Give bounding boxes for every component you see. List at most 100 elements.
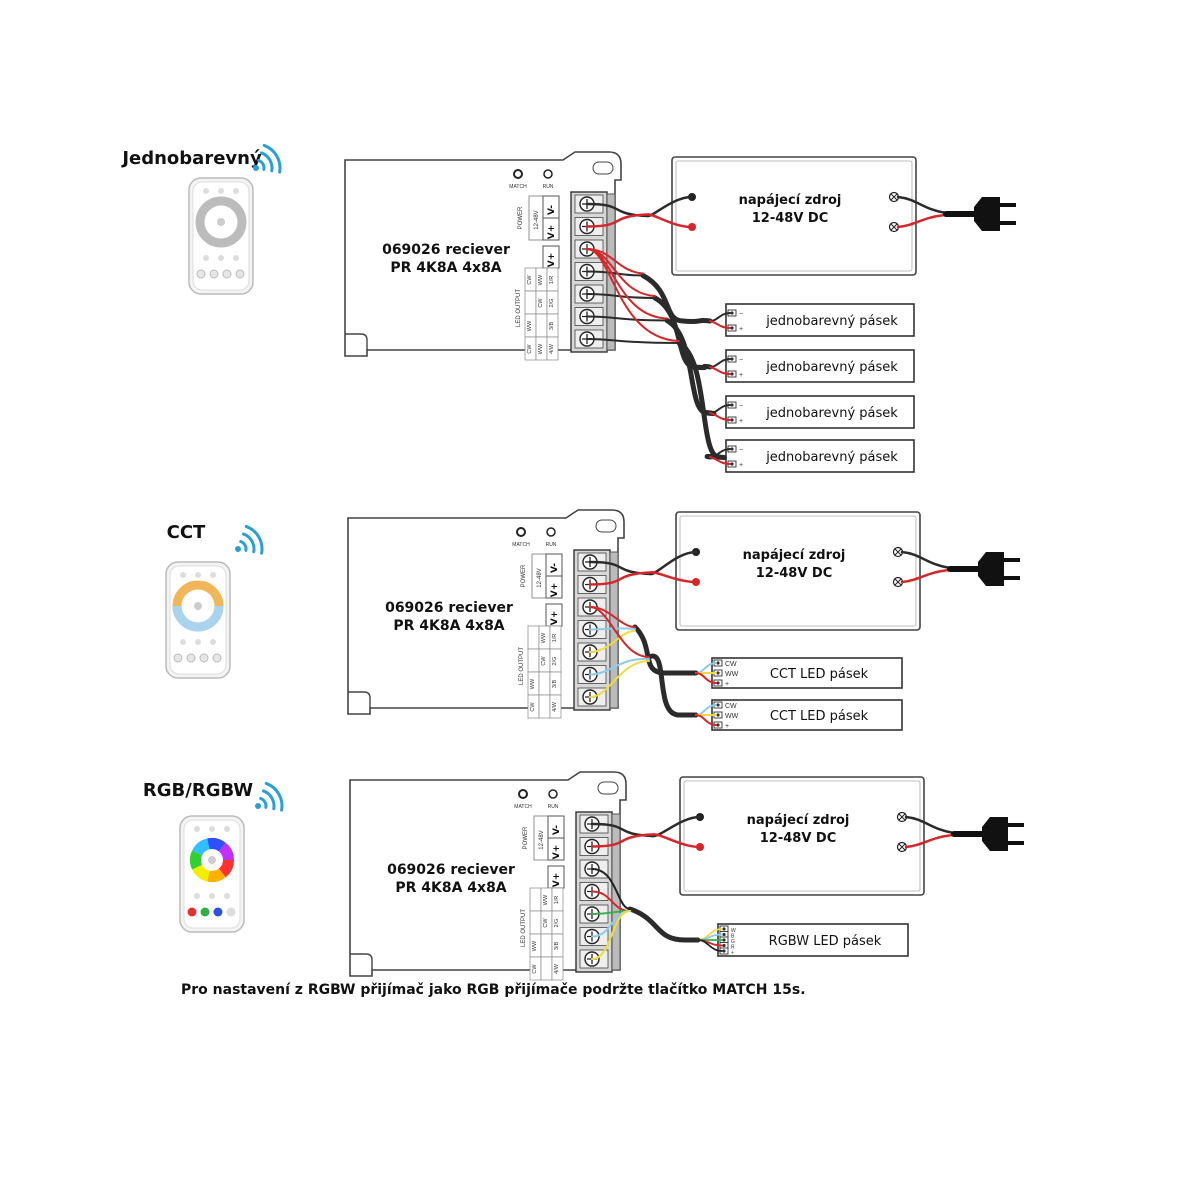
channel-label: WW: [538, 274, 544, 285]
cable-sheath: [640, 273, 713, 325]
led-strip-cct-1: [711, 657, 903, 689]
strip-pin-label: +: [739, 372, 743, 379]
strip-pad-dot: [716, 661, 720, 665]
remote-mid-button: [218, 255, 224, 261]
strip-label: RGBW LED pásek: [769, 934, 882, 949]
run-led: [546, 527, 556, 537]
channel-label: 1/R: [549, 276, 555, 285]
psu-label: napájecí zdroj: [747, 813, 850, 828]
ac-wire: [900, 568, 952, 584]
channel-wire: [591, 910, 631, 960]
strip-pin-label: +: [725, 723, 729, 730]
cable-sheath: [627, 906, 701, 943]
remote-mid-button: [233, 255, 239, 261]
strip-positive-wire: [709, 412, 731, 421]
led-strip-cct-2: [711, 699, 903, 731]
channel-label: CW: [532, 964, 538, 974]
channel-label: 2/G: [552, 657, 558, 666]
wifi-arc: [244, 524, 264, 555]
channel-label: CW: [530, 702, 536, 712]
remote-top-button: [224, 826, 230, 832]
power-wire-positive: [588, 571, 698, 586]
plug-body: [974, 197, 1000, 231]
channel-wire: [586, 338, 680, 344]
plug-body: [978, 552, 1004, 586]
strip-label: CCT LED pásek: [770, 709, 869, 724]
channel-label: WW: [530, 678, 536, 689]
channel-wire: [586, 315, 668, 322]
psu-voltage: 12-48V DC: [760, 831, 837, 846]
strip-pin-label: CW: [725, 703, 737, 710]
strip-pad-dot: [730, 311, 734, 315]
match-button: [513, 169, 523, 179]
ac-wire: [896, 195, 948, 215]
wifi-arc: [259, 796, 268, 809]
strip-label: jednobarevný pásek: [765, 360, 898, 375]
voltage-label: 12-48V: [539, 830, 545, 849]
plug-body: [982, 817, 1008, 851]
wifi-arc: [257, 158, 266, 171]
match-label: MATCH: [512, 542, 530, 548]
match-note: Pro nastavení z RGBW přijímač jako RGB p…: [181, 982, 806, 998]
match-label: MATCH: [509, 184, 527, 190]
mounting-tab: [348, 691, 371, 708]
vminus-label: V-: [552, 825, 562, 835]
channel-label: WW: [527, 320, 533, 331]
ww-wire: [589, 630, 636, 653]
channel-cell: [535, 313, 548, 338]
strip-pad-dot: [730, 326, 734, 330]
strip-label: jednobarevný pásek: [765, 406, 898, 421]
strip-pad-dot: [730, 357, 734, 361]
wifi-arc: [262, 143, 282, 174]
remote-button: [222, 269, 232, 279]
plug-prong: [1000, 203, 1016, 207]
remote-mid-button: [209, 893, 215, 899]
power-supply-inner: [679, 515, 917, 627]
plug-prong: [1004, 576, 1020, 580]
channel-cell: [551, 956, 564, 981]
ac-wire: [904, 815, 956, 835]
strip-positive-wire: [695, 714, 717, 726]
cable-sheath: [632, 624, 699, 676]
plug-prong: [1008, 823, 1024, 827]
channel-cell: [538, 671, 551, 696]
channel-cell: [546, 336, 559, 361]
power-wire-positive: [585, 213, 694, 229]
remote-top-button: [218, 188, 224, 194]
remote-mid-button: [224, 893, 230, 899]
vplus-label: V+: [552, 845, 562, 860]
channel-label: WW: [538, 343, 544, 354]
color-wheel-segment: [189, 850, 212, 870]
vplus-wire: [591, 868, 631, 910]
channel-label: 1/R: [552, 634, 558, 643]
voltage-label: 12-48V: [537, 568, 543, 587]
ac-wire: [900, 550, 952, 570]
remote-mid-button: [195, 639, 201, 645]
vplus-cell: [547, 837, 565, 861]
led-strips: −+jednobarevný pásek−+jednobarevný pásek…: [586, 248, 915, 473]
channel-label: CW: [543, 918, 549, 928]
channel-label: CW: [538, 298, 544, 308]
strip-pin-label: +: [739, 462, 743, 469]
strip-pin-label: +: [739, 418, 743, 425]
match-button: [518, 789, 528, 799]
strip-pad-dot: [730, 372, 734, 376]
channel-wire: [586, 293, 656, 299]
channel-cell: [529, 887, 542, 912]
dim-wheel: [195, 196, 247, 248]
remote-mid-button: [180, 639, 186, 645]
ac-terminal-mark: [898, 843, 906, 851]
remote-button: [199, 653, 209, 663]
vminus-label: V-: [550, 563, 560, 573]
run-label: RUN: [546, 542, 557, 548]
channel-cell: [527, 625, 540, 650]
power-label: POWER: [521, 564, 527, 587]
strip-pin-label: −: [739, 403, 743, 410]
remote-top-button: [210, 572, 216, 578]
remote-top-button: [233, 188, 239, 194]
remote-mid-button: [194, 893, 200, 899]
